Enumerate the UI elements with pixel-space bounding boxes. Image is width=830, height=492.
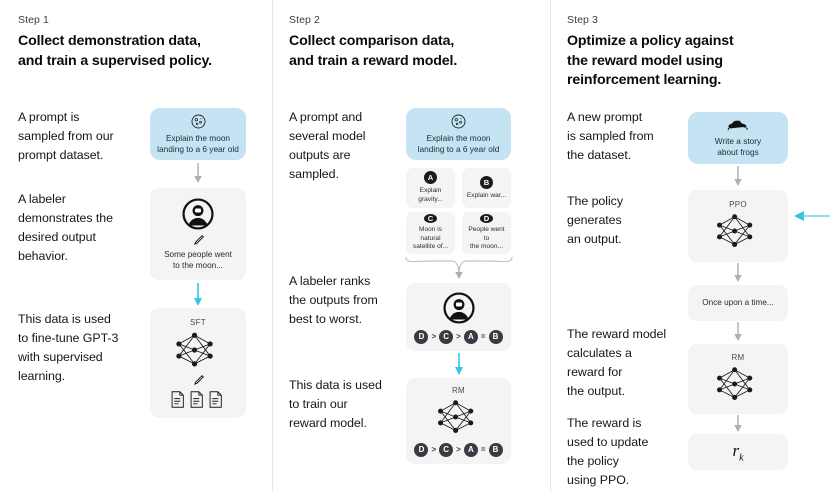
reward-model-box-step3[interactable]: RM bbox=[688, 344, 788, 414]
ppo-policy-box[interactable]: PPO bbox=[688, 190, 788, 262]
rm-tag-step3: RM bbox=[731, 353, 745, 362]
prompt-box-step3[interactable]: Write a story about frogs bbox=[688, 112, 788, 164]
labeler-ranking-box[interactable]: D > C > A = B bbox=[406, 283, 511, 351]
arrow-gray-3c bbox=[733, 322, 743, 344]
neural-network-icon bbox=[712, 363, 764, 405]
reward-value-box[interactable]: rk bbox=[688, 434, 788, 470]
option-card-b[interactable]: B Explain war... bbox=[462, 168, 511, 208]
moon-icon bbox=[450, 113, 467, 130]
paragraph-3-3: The reward model calculates a reward for… bbox=[567, 327, 667, 398]
prompt-caption-step1: Explain the moon landing to a 6 year old bbox=[157, 132, 239, 154]
pencil-icon bbox=[192, 374, 205, 387]
rank-op-1: > bbox=[431, 332, 437, 341]
rank-badge-4: B bbox=[488, 329, 503, 344]
arrow-gray-1a bbox=[193, 163, 203, 185]
arrow-gray-3a bbox=[733, 166, 743, 188]
labeler-person-icon bbox=[181, 197, 215, 231]
reward-symbol: rk bbox=[732, 440, 744, 464]
paragraph-1-1: A prompt is sampled from our prompt data… bbox=[18, 110, 114, 162]
documents-icon bbox=[170, 390, 226, 409]
paragraph-2-2: A labeler ranks the outputs from best to… bbox=[289, 274, 378, 326]
paragraph-2-3: This data is used to train our reward mo… bbox=[289, 378, 382, 430]
option-card-d[interactable]: D People went to the moon... bbox=[462, 212, 511, 254]
rm-rank-badge-4: B bbox=[488, 442, 503, 457]
reward-model-box-step2[interactable]: RM D bbox=[406, 378, 511, 464]
option-badge-d: D bbox=[480, 214, 493, 224]
paragraph-3-1: A new prompt is sampled from the dataset… bbox=[567, 110, 654, 162]
option-text-b: Explain war... bbox=[466, 191, 507, 199]
neural-network-icon bbox=[172, 328, 224, 372]
rm-rank-badge-3: A bbox=[463, 442, 478, 457]
rm-rank-op-1: > bbox=[431, 445, 437, 454]
rank-badge-1: D bbox=[414, 329, 429, 344]
sft-tag: SFT bbox=[189, 317, 206, 327]
rm-rank-badge-2: C bbox=[439, 442, 454, 457]
prompt-box-step1[interactable]: Explain the moon landing to a 6 year old bbox=[150, 108, 246, 160]
arrow-gray-3d bbox=[733, 415, 743, 435]
step-title-3: Optimize a policy against the reward mod… bbox=[567, 33, 734, 89]
policy-output-text: Once upon a time... bbox=[702, 298, 774, 308]
frog-icon bbox=[727, 118, 749, 133]
step-label-1: Step 1 bbox=[18, 14, 49, 26]
option-text-a: Explain gravity... bbox=[418, 187, 443, 203]
paragraph-1-3: This data is used to fine-tune GPT-3 wit… bbox=[18, 312, 119, 383]
rm-tag-step2: RM bbox=[451, 385, 466, 395]
neural-network-icon bbox=[433, 396, 485, 438]
rank-badge-2: C bbox=[439, 329, 454, 344]
rank-op-3: = bbox=[480, 332, 486, 341]
arrow-teal-2 bbox=[454, 353, 464, 377]
merge-brace-arrow bbox=[404, 255, 514, 281]
ranking-row-labeler: D > C > A = B bbox=[414, 329, 503, 344]
pencil-icon bbox=[192, 234, 205, 247]
feedback-loop-arrow bbox=[787, 208, 830, 458]
column-step-3: Step 3 Optimize a policy against the rew… bbox=[550, 0, 830, 492]
rm-rank-op-3: = bbox=[480, 445, 486, 454]
sft-model-box[interactable]: SFT bbox=[150, 308, 246, 418]
step-label-2: Step 2 bbox=[289, 14, 320, 26]
option-badge-c: C bbox=[424, 214, 437, 224]
rm-rank-op-2: > bbox=[456, 445, 461, 454]
labeler-box-step1[interactable]: Some people went to the moon... bbox=[150, 188, 246, 280]
neural-network-icon bbox=[712, 210, 764, 252]
rank-op-2: > bbox=[456, 332, 461, 341]
paragraph-1-2: A labeler demonstrates the desired outpu… bbox=[18, 192, 113, 263]
labeler-person-icon bbox=[442, 291, 476, 325]
labeler-output-step1: Some people went to the moon... bbox=[164, 249, 232, 270]
arrow-teal-1 bbox=[193, 283, 203, 308]
paragraph-3-2: The policy generates an output. bbox=[567, 194, 623, 246]
paragraph-2-1: A prompt and several model outputs are s… bbox=[289, 110, 366, 181]
step-title-1: Collect demonstration data, and train a … bbox=[18, 33, 212, 69]
option-card-c[interactable]: C Moon is natural satellite of... bbox=[406, 212, 455, 254]
moon-icon bbox=[190, 113, 207, 130]
prompt-caption-step3: Write a story about frogs bbox=[714, 135, 762, 157]
prompt-caption-step2: Explain the moon landing to a 6 year old bbox=[417, 132, 500, 154]
rm-rank-badge-1: D bbox=[414, 442, 429, 457]
option-badge-b: B bbox=[480, 175, 493, 189]
policy-output-box[interactable]: Once upon a time... bbox=[688, 285, 788, 321]
option-card-a[interactable]: A Explain gravity... bbox=[406, 168, 455, 208]
ppo-tag: PPO bbox=[729, 200, 747, 209]
step-title-2: Collect comparison data, and train a rew… bbox=[289, 33, 458, 69]
column-step-2: Step 2 Collect comparison data, and trai… bbox=[272, 0, 550, 492]
option-text-c: Moon is natural satellite of... bbox=[412, 226, 449, 251]
paragraph-3-4: The reward is used to update the policy … bbox=[567, 416, 649, 487]
ranking-row-rm: D > C > A = B bbox=[414, 442, 503, 457]
prompt-box-step2[interactable]: Explain the moon landing to a 6 year old bbox=[406, 108, 511, 160]
option-badge-a: A bbox=[424, 171, 437, 185]
rank-badge-3: A bbox=[463, 329, 478, 344]
arrow-gray-3b bbox=[733, 263, 743, 285]
option-text-d: People went to the moon... bbox=[468, 226, 505, 251]
step-label-3: Step 3 bbox=[567, 14, 598, 26]
column-step-1: Step 1 Collect demonstration data, and t… bbox=[0, 0, 272, 492]
